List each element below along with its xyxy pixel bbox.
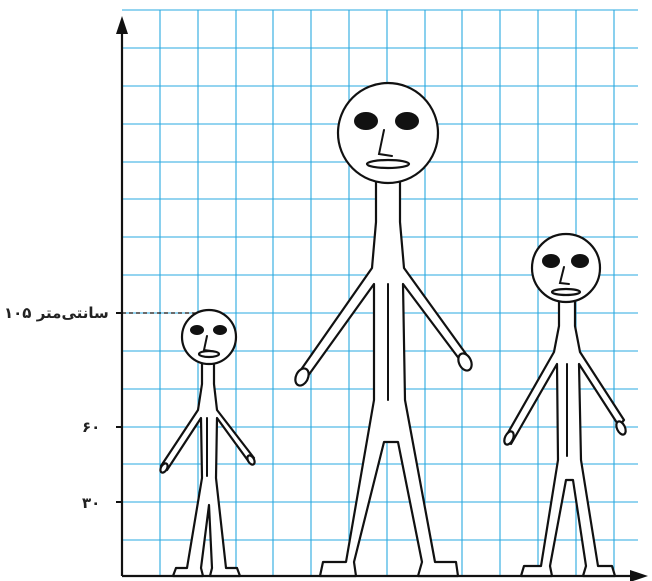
tall-figure-head xyxy=(336,81,440,185)
y-ticks xyxy=(116,312,122,503)
x-axis-arrow-icon xyxy=(630,570,648,581)
tall-figure-left-eye xyxy=(354,112,378,130)
tall-figure-right-eye xyxy=(395,112,419,130)
medium-figure xyxy=(503,232,627,578)
small-figure-right-eye xyxy=(213,325,227,335)
medium-figure-head xyxy=(530,232,602,304)
medium-figure-body xyxy=(503,298,626,578)
small-figure-head xyxy=(180,308,238,366)
tall-figure xyxy=(294,81,473,578)
small-figure xyxy=(159,308,256,578)
medium-figure-left-eye xyxy=(542,254,560,268)
tick-label-30: ۳۰ xyxy=(82,494,100,512)
medium-figure-right-eye xyxy=(571,254,589,268)
tick-label-60: ۶۰ xyxy=(82,418,100,436)
y-axis-arrow-icon xyxy=(116,16,128,34)
small-figure-left-eye xyxy=(190,325,204,335)
tall-figure-body xyxy=(296,178,468,578)
tick-label-105: ۱۰۵ سانتی‌متر xyxy=(4,304,109,322)
